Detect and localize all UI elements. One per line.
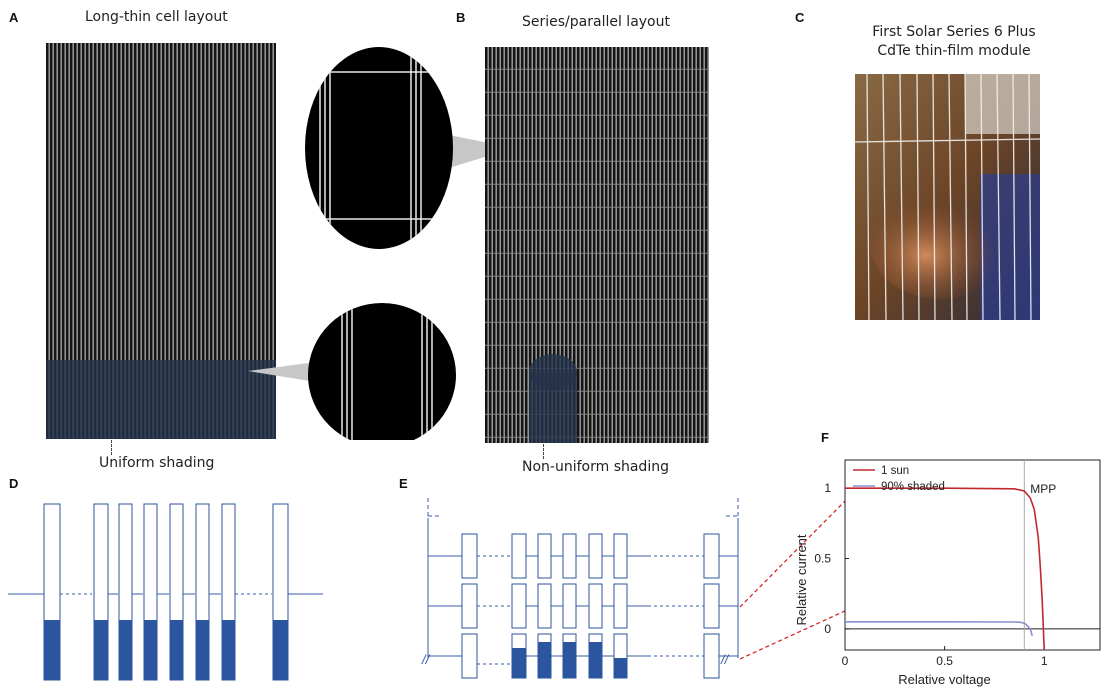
panel-letter-b: B: [456, 10, 466, 25]
panel-c-title-line2: CdTe thin-film module: [877, 43, 1031, 59]
non-uniform-shading-label: Non-uniform shading: [522, 459, 669, 475]
uniform-shading-pointer: [111, 440, 112, 455]
panel-letter-f: F: [821, 430, 829, 445]
panel-e-diagram: // //: [421, 498, 739, 679]
cell-4: [143, 503, 158, 681]
panel-d-diagram: [8, 503, 323, 681]
cell-2: [93, 503, 109, 681]
cell-7: [221, 503, 236, 681]
series-line-2: [845, 621, 1034, 637]
upper-zoom-pointer: [449, 135, 514, 168]
series-line-1: [845, 487, 1046, 651]
cell-3: [118, 503, 133, 681]
x-axis-label: Relative voltage: [898, 672, 991, 687]
right-break-mark: //: [720, 652, 730, 667]
y-axis-label: Relative current: [794, 534, 809, 625]
uniform-shade-region: [46, 360, 276, 439]
lower-zoom-ellipse: [308, 303, 456, 440]
uniform-shading-label: Uniform shading: [99, 455, 215, 471]
cell-1: [43, 503, 61, 681]
panel-letter-a: A: [9, 10, 19, 25]
legend-label-2: 90% shaded: [881, 481, 945, 493]
x-tick-label: 0: [842, 654, 849, 668]
long-thin-module: [46, 43, 276, 439]
y-tick-label: 0.5: [814, 552, 831, 566]
panel-c-title-line1: First Solar Series 6 Plus: [872, 24, 1036, 40]
panel-a-title: Long-thin cell layout: [85, 9, 228, 25]
cell-5: [169, 503, 184, 681]
y-tick-label: 1: [824, 481, 831, 495]
zoom-callouts: [248, 47, 514, 440]
mpp-label: MPP: [1030, 482, 1056, 496]
panel-c-title: First Solar Series 6 Plus CdTe thin-film…: [844, 23, 1064, 61]
lower-zoom-pointer: [248, 362, 316, 382]
plot-frame: [844, 459, 1101, 651]
zoom-connectors: [739, 498, 848, 660]
cell-8: [272, 503, 289, 681]
long-thin-cells: [43, 503, 289, 681]
module-photo: [855, 74, 1040, 320]
x-tick-label: 0.5: [936, 654, 953, 668]
panel-letter-d: D: [9, 476, 19, 491]
shaded-sub-cells: [512, 642, 627, 678]
cell-6: [195, 503, 210, 681]
x-tick-label: 1: [1041, 654, 1048, 668]
panel-letter-e: E: [399, 476, 408, 491]
legend-label-1: 1 sun: [881, 465, 909, 477]
non-uniform-shading-pointer: [543, 444, 544, 459]
left-break-mark: //: [421, 652, 431, 667]
panel-b-title: Series/parallel layout: [522, 14, 670, 30]
panel-letter-c: C: [795, 10, 805, 25]
y-tick-label: 0: [824, 622, 831, 636]
upper-zoom-ellipse: [305, 47, 453, 249]
series-parallel-module: [485, 47, 709, 443]
